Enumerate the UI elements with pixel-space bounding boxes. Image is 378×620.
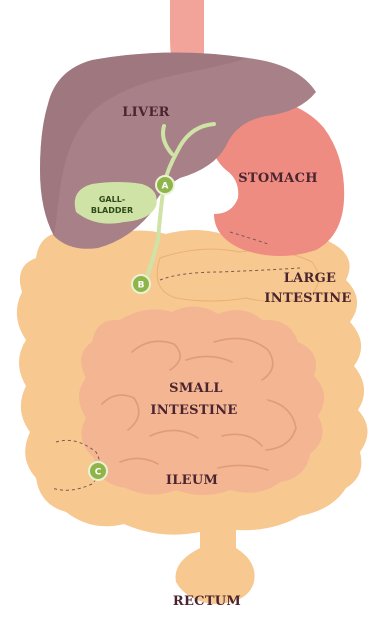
marker-b: B [132,275,150,293]
gallbladder-label-line2: BLADDER [91,206,133,215]
liver-label: LIVER [122,105,170,120]
marker-c-label: C [95,468,102,478]
stomach-label: STOMACH [238,171,318,186]
small-intestine-label-line1: SMALL [169,381,223,396]
marker-b-label: B [138,281,145,291]
gallbladder-label-line1: GALL- [99,195,125,204]
rectum-label: RECTUM [173,594,241,609]
ileum-label: ILEUM [166,473,218,488]
marker-a: A [156,176,174,194]
large-intestine-label-line1: LARGE [284,271,337,286]
large-intestine-label-line2: INTESTINE [264,291,351,306]
small-intestine [79,306,324,495]
marker-a-label: A [162,182,169,192]
small-intestine-label-line2: INTESTINE [150,403,237,418]
marker-c: C [89,462,107,480]
